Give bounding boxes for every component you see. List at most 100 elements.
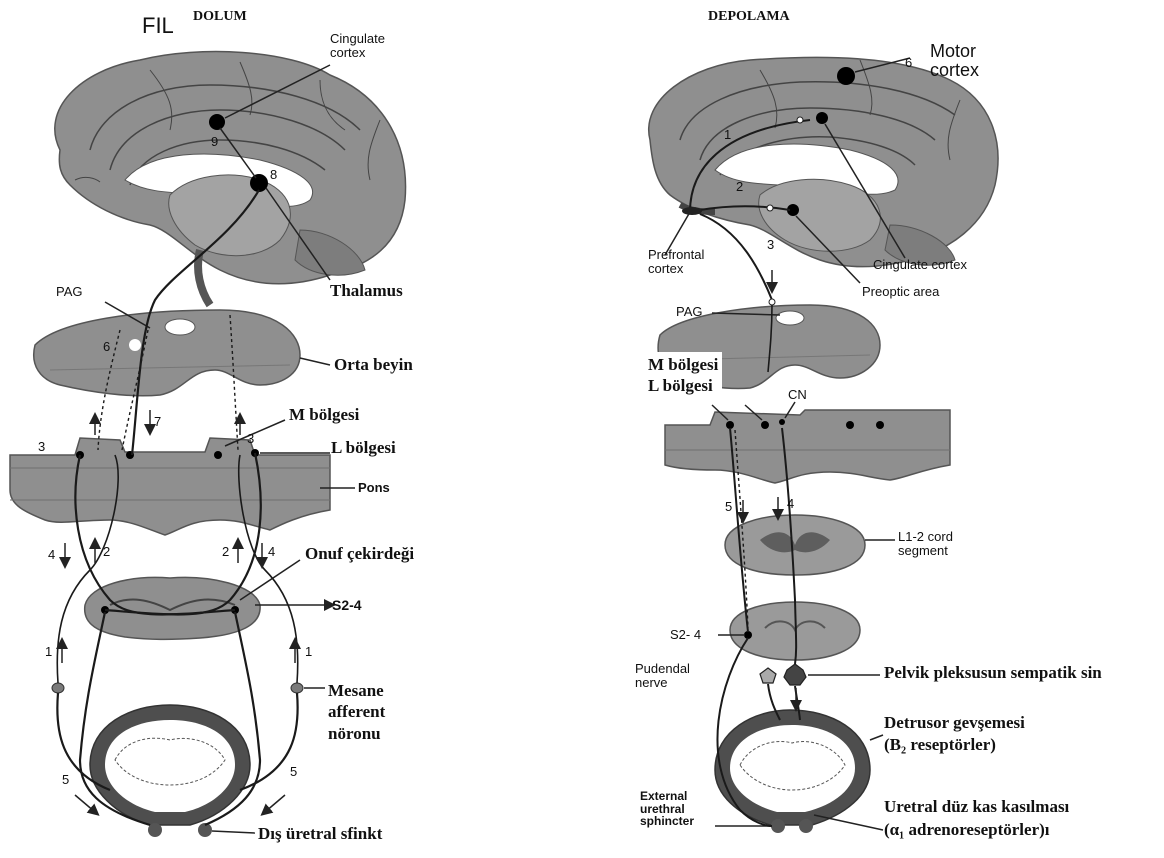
left-mesane-line3: nöronu — [328, 723, 385, 744]
left-brain — [55, 52, 406, 305]
left-thalamus-label: Thalamus — [330, 282, 403, 300]
right-bladder — [715, 710, 870, 833]
left-onuf-label: Onuf çekirdeği — [305, 545, 414, 563]
right-sympathetic-ganglion-b — [784, 664, 806, 685]
left-num-4a: 4 — [48, 548, 55, 562]
left-cingulate-label: Cingulate cortex — [330, 32, 385, 59]
left-num-3a: 3 — [38, 440, 45, 454]
right-pathway-node-c — [769, 299, 775, 305]
right-l12-line2: segment — [898, 544, 953, 558]
right-pathway-node-a — [797, 117, 803, 123]
left-pons-label: Pons — [358, 481, 390, 495]
left-num-3b: 3 — [247, 432, 254, 446]
right-prefrontal-blob — [682, 207, 702, 215]
right-m-dot — [726, 421, 734, 429]
right-pudendal-line2: nerve — [635, 676, 690, 690]
right-cn-label: CN — [788, 388, 807, 402]
right-detrusor-line2: (B₂ reseptörler) — [884, 734, 1025, 756]
left-num-4b: 4 — [268, 545, 275, 559]
right-pons-dot-e — [876, 421, 884, 429]
right-motor-dot — [837, 67, 855, 85]
left-header: DOLUM — [193, 10, 247, 25]
right-uretral-leader — [814, 815, 883, 830]
right-external-line1: External — [640, 790, 694, 803]
right-cn-dot — [779, 419, 785, 425]
left-num-6: 6 — [103, 340, 110, 354]
left-m-dot-b — [214, 451, 222, 459]
right-s24-label: S2- 4 — [670, 628, 701, 642]
left-num-1b: 1 — [305, 645, 312, 659]
right-num-1: 1 — [724, 128, 731, 142]
left-l-bolgesi-label: L bölgesi — [331, 439, 396, 457]
right-pons — [665, 410, 950, 483]
left-thalamus-dot — [250, 174, 268, 192]
left-ortabeyin-leader — [300, 358, 330, 365]
right-pudendal-label: Pudendal nerve — [635, 662, 690, 689]
right-cingulate-dot — [816, 112, 828, 124]
left-cingulate-line1: Cingulate — [330, 32, 385, 46]
left-num-9: 9 — [211, 135, 218, 149]
right-s24-dot — [744, 631, 752, 639]
right-num-6: 6 — [905, 56, 912, 70]
right-uretral-label: Uretral düz kas kasılması (α₁ adrenorese… — [884, 796, 1069, 842]
left-num-5a: 5 — [62, 773, 69, 787]
left-bladder — [90, 705, 250, 837]
left-m-leader — [225, 420, 285, 446]
right-uretral-line2: (α₁ adrenoreseptörler)ı — [884, 819, 1069, 842]
left-pag-label: PAG — [56, 285, 83, 299]
right-pag-label: PAG — [676, 305, 703, 319]
left-mesane-label: Mesane afferent nöronu — [328, 680, 385, 744]
left-midbrain — [34, 310, 300, 396]
left-orta-beyin-label: Orta beyin — [334, 356, 413, 374]
left-onuf-leader — [240, 560, 300, 600]
right-region-label-box: M bölgesi L bölgesi — [644, 352, 722, 399]
left-num-2a: 2 — [103, 545, 110, 559]
right-num-3: 3 — [767, 238, 774, 252]
right-l-dot — [761, 421, 769, 429]
right-preoptic-label: Preoptic area — [862, 285, 939, 299]
left-cingulate-dot — [209, 114, 225, 130]
right-motor-label: Motor cortex — [930, 42, 979, 80]
right-prefrontal-label: Prefrontal cortex — [648, 248, 704, 275]
right-motor-line1: Motor — [930, 42, 979, 61]
left-mesane-line1: Mesane — [328, 680, 385, 701]
right-external-label: External urethral sphincter — [640, 790, 694, 828]
right-pathway-node-b — [767, 205, 773, 211]
left-num-8: 8 — [270, 168, 277, 182]
right-detrusor-line1: Detrusor gevşemesi — [884, 712, 1025, 734]
right-prefrontal-line2: cortex — [648, 262, 704, 276]
left-m-bolgesi-label: M bölgesi — [289, 406, 359, 424]
left-num-1a: 1 — [45, 645, 52, 659]
right-num-5: 5 — [725, 500, 732, 514]
right-brain — [649, 57, 998, 266]
right-num-2: 2 — [736, 180, 743, 194]
right-num-4: 4 — [787, 497, 794, 511]
right-m-bolgesi-label: M bölgesi — [648, 354, 718, 375]
left-title-fragment: FIL — [142, 14, 174, 37]
right-cingulate-label: Cingulate cortex — [873, 258, 967, 272]
left-afferent-ganglion-b — [291, 683, 303, 693]
left-afferent-ganglion-a — [52, 683, 64, 693]
right-motor-line2: cortex — [930, 61, 979, 80]
right-l-bolgesi-label: L bölgesi — [648, 375, 718, 396]
right-header: DEPOLAMA — [708, 10, 790, 25]
right-prefrontal-line1: Prefrontal — [648, 248, 704, 262]
right-uretral-line1: Uretral düz kas kasılması — [884, 796, 1069, 819]
left-s24-label: S2-4 — [332, 598, 362, 613]
right-l12-line1: L1-2 cord — [898, 530, 953, 544]
right-pelvik-label: Pelvik pleksusun sempatik sin — [884, 664, 1102, 682]
left-num-2b: 2 — [222, 545, 229, 559]
left-sphincter-leader — [212, 831, 255, 833]
left-num-5b: 5 — [290, 765, 297, 779]
right-detrusor-label: Detrusor gevşemesi (B₂ reseptörler) — [884, 712, 1025, 756]
right-pons-dot-d — [846, 421, 854, 429]
left-cingulate-line2: cortex — [330, 46, 385, 60]
right-pudendal-line1: Pudendal — [635, 662, 690, 676]
right-detrusor-leader — [870, 735, 883, 740]
right-sympathetic-ganglion-a — [760, 668, 776, 683]
left-mesane-line2: afferent — [328, 701, 385, 722]
left-num-7: 7 — [154, 415, 161, 429]
right-l12-label: L1-2 cord segment — [898, 530, 953, 557]
left-dis-uretral-label: Dış üretral sfinkt — [258, 825, 382, 843]
right-l12-cord — [725, 515, 865, 575]
